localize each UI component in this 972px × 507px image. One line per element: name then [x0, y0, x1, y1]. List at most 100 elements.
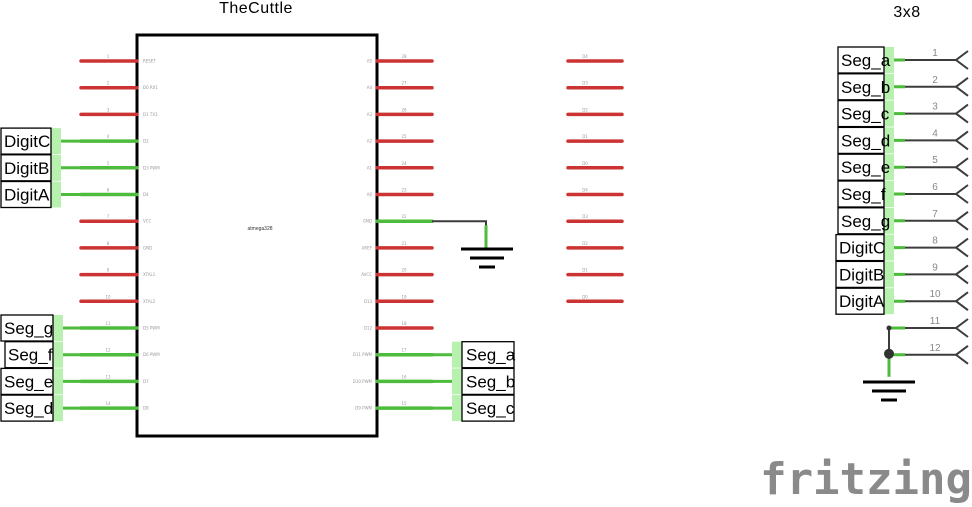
extra-pin[interactable]: D0	[566, 294, 624, 304]
pin-name: AVCC	[361, 272, 372, 277]
net-label-box	[837, 207, 885, 235]
pin-number: 8	[107, 241, 110, 246]
net-label-text: Seg_c	[841, 105, 890, 124]
net-label-text: Seg_e	[4, 372, 53, 391]
chip-pin-left[interactable]: 3D1 TX1	[79, 107, 158, 117]
net-label-text: Seg_e	[841, 158, 890, 177]
net-label-box	[461, 367, 515, 396]
net-label-box	[837, 73, 885, 101]
display-pin[interactable]: 9 DigitB	[835, 260, 969, 289]
extra-pin[interactable]: D3	[566, 214, 624, 223]
extra-pin[interactable]: D3	[566, 81, 624, 90]
net-label-digitc[interactable]: DigitC	[0, 127, 61, 155]
pin-name: XTAL1	[143, 272, 156, 277]
net-label-seg-a[interactable]: Seg_a	[837, 46, 894, 74]
net-label-seg-c[interactable]: Seg_c	[837, 99, 894, 128]
net-label-box	[837, 153, 885, 181]
display-pin-fork	[954, 50, 969, 70]
extra-pin[interactable]: D1	[566, 134, 624, 143]
net-label-digita[interactable]: DigitA	[835, 287, 894, 315]
pin-number: 7	[107, 214, 110, 219]
net-label-text: Seg_g	[841, 212, 890, 231]
net-label-seg-e[interactable]: Seg_e	[0, 367, 63, 396]
net-label-seg-e[interactable]: Seg_e	[837, 153, 894, 181]
net-label-seg-g[interactable]: Seg_g	[837, 207, 894, 235]
pin-number: 24	[401, 161, 407, 166]
net-label-seg-b[interactable]: Seg_b	[837, 73, 894, 101]
pin-name: D13	[364, 299, 373, 304]
net-label-digitb[interactable]: DigitB	[835, 260, 894, 289]
pin-name: D4	[582, 54, 588, 59]
display-pin-fork	[954, 237, 969, 258]
extra-pin[interactable]: D2	[566, 241, 624, 250]
pin-name: D0 RX1	[143, 85, 158, 90]
net-label-seg-f[interactable]: Seg_f	[4, 341, 63, 369]
net-label-seg-a[interactable]: Seg_a	[452, 341, 516, 369]
pin-name: D4	[143, 192, 149, 197]
display-pin-number: 9	[932, 262, 938, 273]
extra-pin[interactable]: D1	[566, 268, 624, 277]
extra-pin[interactable]: D0	[566, 161, 624, 170]
net-label-seg-c[interactable]: Seg_c	[452, 394, 515, 422]
chip-body	[135, 33, 379, 438]
pin-name: D2	[582, 241, 588, 246]
extra-pin[interactable]: D2	[566, 107, 624, 117]
net-label-digitc[interactable]: DigitC	[835, 233, 894, 262]
net-label-seg-f[interactable]: Seg_f	[837, 180, 894, 208]
net-label-seg-d[interactable]: Seg_d	[0, 394, 63, 422]
atmega-chip[interactable]: TheCuttle atmega328	[135, 0, 379, 438]
display-pin[interactable]: 11	[888, 316, 969, 338]
net-label-box	[0, 367, 54, 396]
net-label-digita[interactable]: DigitA	[0, 180, 61, 209]
chip-pin-left[interactable]: 2D0 RX1	[79, 81, 158, 91]
net-label-seg-d[interactable]: Seg_d	[837, 126, 894, 155]
display-pin[interactable]: 12	[888, 343, 969, 365]
seven-segment-display[interactable]: 3x8	[893, 4, 920, 21]
pin-number: 12	[105, 348, 111, 353]
net-label-seg-b[interactable]: Seg_b	[452, 367, 515, 396]
extra-pin[interactable]: D4	[566, 188, 624, 197]
net-label-digitb[interactable]: DigitB	[0, 154, 61, 182]
junction-dot-large	[884, 348, 894, 359]
net-label-seg-g[interactable]: Seg_g	[0, 314, 63, 342]
net-label-box	[0, 180, 52, 209]
extra-pin[interactable]: D4	[566, 54, 624, 63]
pin-number: 11	[105, 321, 111, 326]
